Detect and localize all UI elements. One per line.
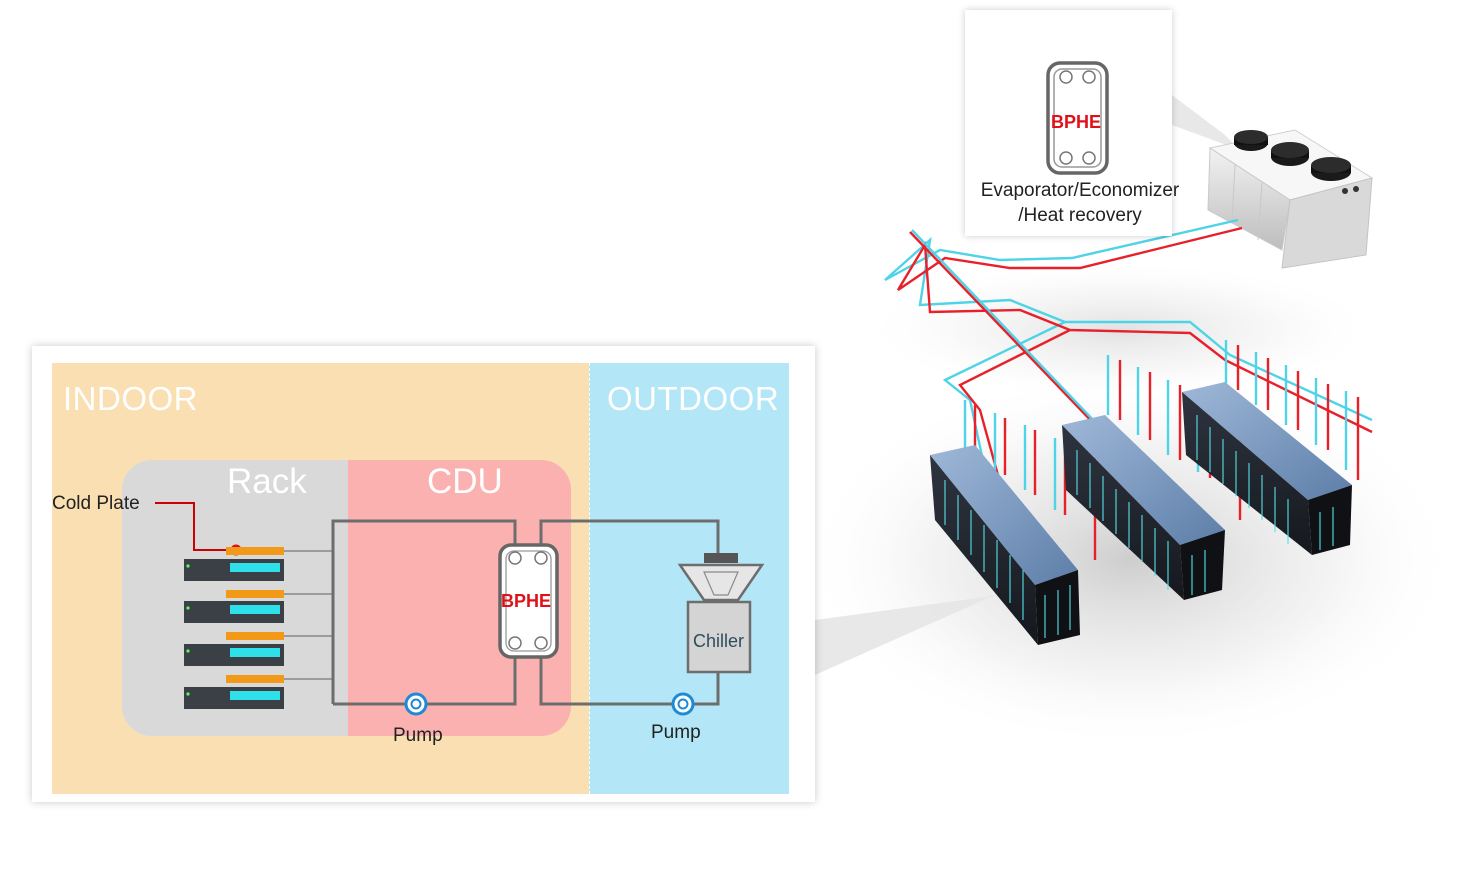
bphe-exchanger bbox=[498, 543, 559, 659]
outdoor-chiller-unit bbox=[1207, 129, 1374, 269]
indoor-zone-label: INDOOR bbox=[63, 380, 198, 417]
bphe-callout-icon bbox=[1046, 61, 1109, 175]
server-2 bbox=[184, 590, 284, 623]
callout-bphe-label: BPHE bbox=[1051, 112, 1102, 132]
callout-caption-line2: /Heat recovery bbox=[1018, 205, 1142, 226]
server-1 bbox=[184, 547, 284, 581]
outdoor-loop-return bbox=[539, 640, 720, 706]
callout-caption-line1: Evaporator/Economizer bbox=[980, 180, 1180, 201]
outdoor-zone-label: OUTDOOR bbox=[607, 380, 780, 417]
rack-row-2 bbox=[1062, 415, 1225, 600]
chiller bbox=[677, 553, 765, 674]
chiller-label: Chiller bbox=[693, 631, 745, 651]
outdoor-loop-pipe bbox=[539, 519, 720, 555]
pump-outdoor bbox=[671, 692, 695, 716]
cold-plate-label: Cold Plate bbox=[52, 493, 140, 514]
pump-outdoor-label: Pump bbox=[651, 722, 701, 743]
schematic-drawing bbox=[155, 502, 765, 716]
server-branch-lines bbox=[284, 550, 333, 680]
rack-label: Rack bbox=[227, 462, 307, 501]
indoor-loop-pipe bbox=[331, 519, 517, 704]
cold-plate-leader bbox=[155, 502, 236, 551]
server-stack bbox=[184, 547, 284, 709]
callout-caption: Evaporator/Economizer /Heat recovery bbox=[955, 178, 1205, 228]
rack-row-3 bbox=[1182, 382, 1352, 555]
pump-indoor-label: Pump bbox=[393, 725, 443, 746]
rack-row-1 bbox=[930, 445, 1080, 645]
callout-beam-unit bbox=[1172, 95, 1240, 150]
callout-beam-inset bbox=[815, 575, 1040, 675]
server-4 bbox=[184, 675, 284, 709]
bphe-label: BPHE bbox=[501, 591, 552, 611]
indoor-loop-return bbox=[333, 640, 517, 706]
server-3 bbox=[184, 632, 284, 666]
pump-indoor bbox=[404, 692, 428, 716]
cdu-label: CDU bbox=[427, 462, 503, 501]
